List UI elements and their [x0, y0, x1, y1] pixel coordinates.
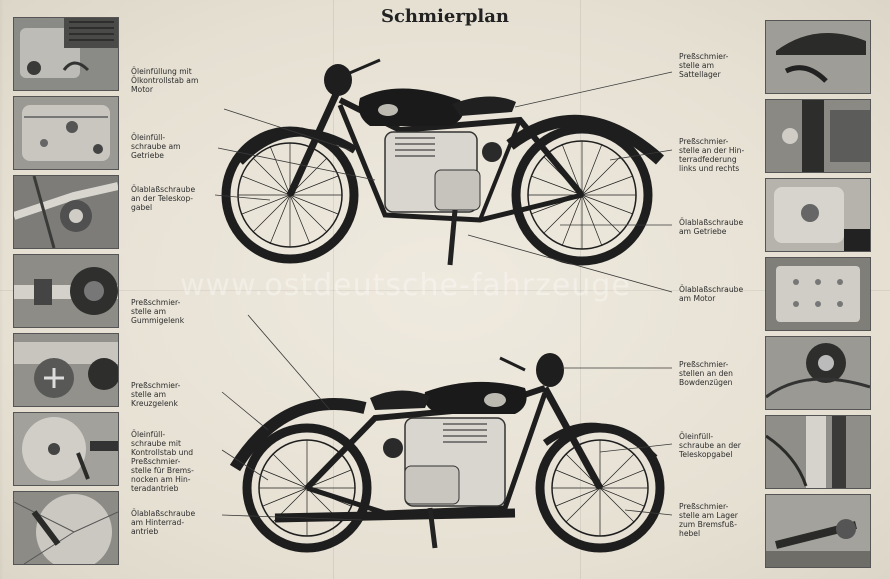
rubber-joint-photo-icon — [13, 254, 119, 328]
label-drain-engine: Ölablaßschraube am Motor — [679, 285, 744, 303]
label-grease-rubber-joint: Preßschmier- stelle am Gummigelenk — [131, 298, 185, 325]
label-oil-fill-rear-drive: Öleinfüll- schraube mit Kontrollstab und… — [131, 430, 194, 493]
rear-drive-photo-icon — [13, 412, 119, 486]
motorcycle-right-view — [229, 353, 665, 553]
label-drain-rear-drive: Ölablaßschraube am Hinterrad- antrieb — [131, 509, 196, 536]
fold-line — [0, 290, 890, 291]
bowden-cable-photo-icon — [765, 336, 871, 410]
rear-suspension-photo-icon — [765, 99, 871, 173]
label-grease-cross-joint: Preßschmier- stelle am Kreuzgelenk — [131, 381, 181, 408]
engine-drain-photo-icon — [765, 257, 871, 331]
label-oil-fill-fork: Öleinfüll- schraube an der Teleskopgabel — [679, 432, 741, 459]
label-oil-fill-engine: Öleinfüllung mit Ölkontrollstab am Motor — [131, 67, 199, 94]
saddle-photo-icon — [765, 20, 871, 94]
brake-pedal-photo-icon — [765, 494, 871, 568]
gearbox-drain-photo-icon — [765, 178, 871, 252]
gearbox-photo-icon — [13, 96, 119, 170]
page-title: Schmierplan — [380, 6, 510, 27]
telescopic-fork-photo-icon — [765, 415, 871, 489]
engine-photo-icon — [13, 17, 119, 91]
label-oil-fill-gearbox: Öleinfüll- schraube am Getriebe — [131, 133, 181, 160]
label-grease-rear-suspension: Preßschmier- stelle an der Hin- terradfe… — [679, 137, 745, 173]
cross-joint-photo-icon — [13, 333, 119, 407]
fold-line — [333, 0, 334, 579]
label-drain-fork: Ölablaßschraube an der Teleskop- gabel — [131, 185, 196, 212]
watermark: www.ostdeutsche-fahrzeuge — [180, 268, 631, 303]
label-drain-gearbox: Ölablaßschraube am Getriebe — [679, 218, 744, 236]
motorcycle-left-view — [221, 58, 665, 266]
label-grease-saddle: Preßschmier- stelle am Sattellager — [679, 52, 729, 79]
label-grease-brake-pedal: Preßschmier- stelle am Lager zum Bremsfu… — [679, 502, 738, 538]
rear-drain-photo-icon — [13, 491, 119, 565]
fork-photo-icon — [13, 175, 119, 249]
label-grease-bowden: Preßschmier- stellen an den Bowdenzügen — [679, 360, 733, 387]
